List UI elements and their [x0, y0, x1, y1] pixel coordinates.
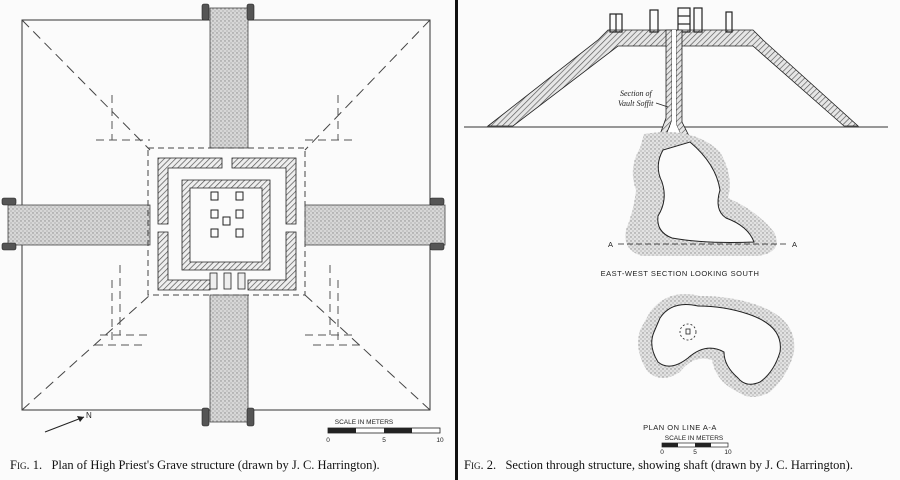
figure-2-caption-text: Section through structure, showing shaft…	[505, 458, 853, 472]
cavity-section: A A EAST-WEST SECTION LOOKING SOUTH	[601, 132, 798, 278]
burial-cells	[210, 191, 244, 238]
inner-walls	[181, 179, 271, 271]
svg-text:A: A	[792, 240, 798, 249]
fig2-scale-bar: SCALE IN METERS 0 5 10	[660, 435, 732, 456]
stairways	[7, 7, 446, 423]
figure-1-caption: Fig. 1. Plan of High Priest's Grave stru…	[10, 458, 380, 473]
north-arrow: N	[44, 411, 92, 433]
svg-text:0: 0	[660, 449, 664, 456]
svg-text:A: A	[608, 240, 614, 249]
panel-divider	[455, 0, 458, 480]
slope-lines	[21, 19, 431, 411]
svg-text:Section of: Section of	[620, 89, 654, 98]
figure-2-panel: Section of Vault Soffit A A EAST-WEST SE…	[458, 0, 900, 480]
figure-1-caption-text: Plan of High Priest's Grave structure (d…	[51, 458, 380, 472]
fig2-section-drawing: Section of Vault Soffit A A EAST-WEST SE…	[464, 7, 888, 456]
svg-text:5: 5	[693, 449, 697, 456]
entry-posts	[209, 272, 246, 290]
svg-text:0: 0	[326, 437, 330, 444]
cavity-plan: PLAN ON LINE A-A	[638, 294, 795, 432]
svg-text:10: 10	[724, 449, 732, 456]
figure-2-label: Fig. 2.	[464, 458, 497, 472]
svg-text:SCALE IN METERS: SCALE IN METERS	[335, 419, 394, 426]
summit-structures	[609, 7, 733, 33]
shaft	[657, 29, 691, 151]
figure-2-caption: Fig. 2. Section through structure, showi…	[464, 458, 853, 473]
figure-1-label: Fig. 1.	[10, 458, 43, 472]
svg-text:10: 10	[436, 437, 444, 444]
svg-text:5: 5	[382, 437, 386, 444]
stair-posts	[1, 3, 445, 427]
mound-profile	[486, 29, 860, 127]
section-title: EAST-WEST SECTION LOOKING SOUTH	[601, 269, 760, 278]
north-label: N	[86, 411, 92, 420]
summit-platform	[147, 147, 306, 296]
figure-1-panel: N SCALE IN METERS 0 5 10 Fig. 1. Plan of…	[1, 3, 446, 473]
fig1-scale-bar: SCALE IN METERS 0 5 10	[326, 419, 444, 444]
fig1-plan-drawing: N SCALE IN METERS 0 5 10	[1, 3, 446, 444]
ramp-lines	[95, 95, 360, 346]
vault-soffit-note: Section of Vault Soffit	[618, 89, 669, 108]
svg-text:SCALE IN METERS: SCALE IN METERS	[665, 435, 724, 442]
svg-text:Vault Soffit: Vault Soffit	[618, 99, 654, 108]
plan-title: PLAN ON LINE A-A	[643, 423, 717, 432]
